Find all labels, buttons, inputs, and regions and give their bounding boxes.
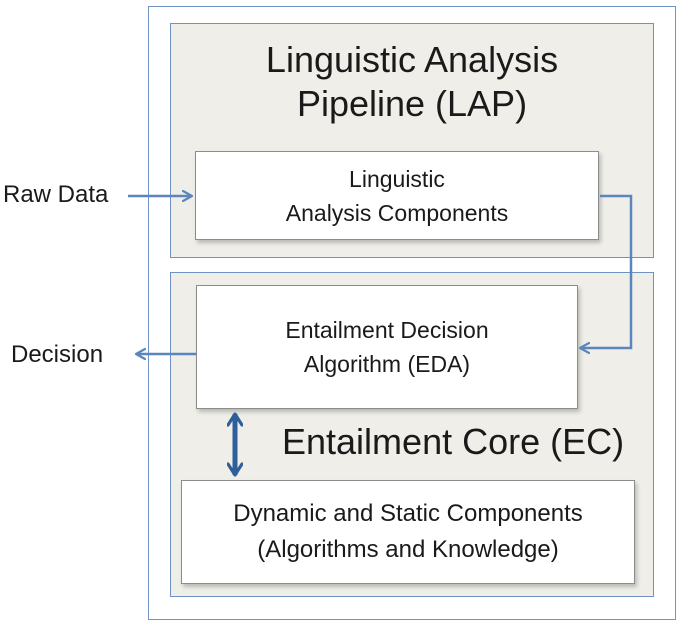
lac-line-2: Analysis Components <box>285 199 509 226</box>
dsc-line-2: (Algorithms and Knowledge) <box>257 536 559 563</box>
eda-line-1: Entailment Decision <box>285 317 489 343</box>
dynamic-static-components-box: Dynamic and Static Components (Algorithm… <box>181 480 635 584</box>
lap-title-line-1: Linguistic Analysis <box>265 39 559 80</box>
linguistic-analysis-components-box: Linguistic Analysis Components <box>195 151 599 240</box>
eda-line-2: Algorithm (EDA) <box>303 351 471 377</box>
dsc-line-1: Dynamic and Static Components <box>233 500 583 527</box>
lap-title: Linguistic Analysis Pipeline (LAP) <box>170 38 654 126</box>
lac-line-1: Linguistic <box>349 165 445 192</box>
decision-label: Decision <box>11 341 104 368</box>
lap-title-line-2: Pipeline (LAP) <box>296 83 528 124</box>
ec-title: Entailment Core (EC) <box>282 421 625 462</box>
entailment-decision-algorithm-box: Entailment Decision Algorithm (EDA) <box>196 285 578 409</box>
raw-data-label: Raw Data <box>3 181 109 208</box>
